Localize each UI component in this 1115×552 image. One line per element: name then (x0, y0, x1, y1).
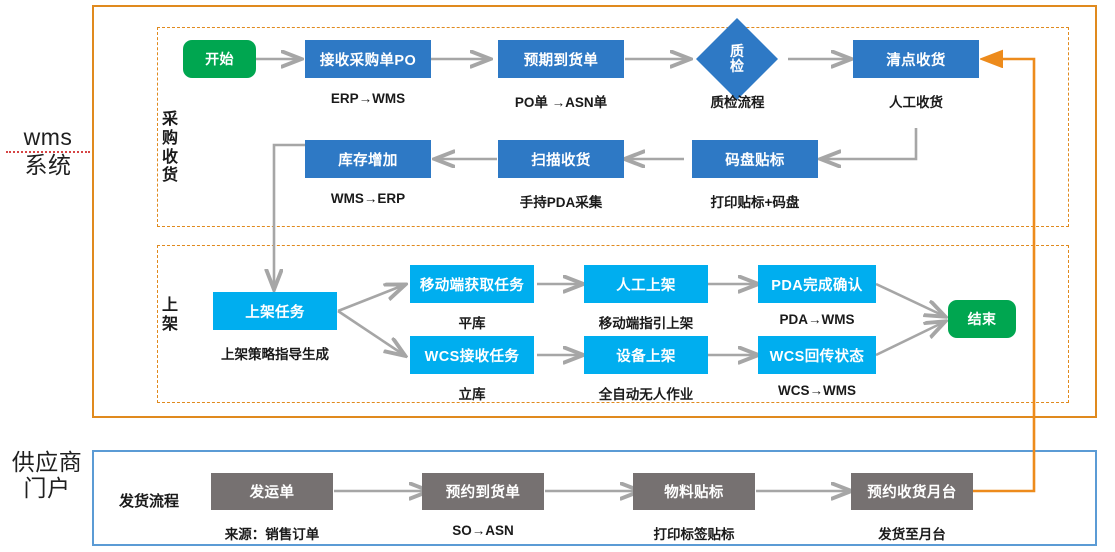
node-wcs-status-label: WCS回传状态 (769, 348, 865, 365)
caption-manual-putaway: 移动端指引上架 (598, 316, 694, 331)
wms-system-label-line1: wms (6, 124, 90, 153)
node-shipment-order-label: 发运单 (249, 485, 295, 501)
node-device-putaway-label: 设备上架 (616, 348, 676, 365)
caption-device-putaway: 全自动无人作业 (598, 387, 694, 402)
node-putaway-task-label: 上架任务 (245, 304, 305, 321)
phase-box-purchase (157, 27, 1069, 227)
caption-receive-po: ERP→WMS (330, 91, 406, 106)
node-shipment-order[interactable]: 发运单 (211, 473, 333, 510)
caption-mobile-get-task: 平库 (458, 316, 486, 331)
node-dock-booking-label: 预约收货月台 (867, 485, 957, 501)
caption-shipment-order: 来源：销售订单 (224, 527, 320, 542)
node-putaway-task[interactable]: 上架任务 (213, 292, 337, 330)
node-manual-putaway[interactable]: 人工上架 (584, 265, 708, 303)
caption-putaway-task: 上架策略指导生成 (221, 347, 329, 362)
node-wcs-receive-task-label: WCS接收任务 (424, 348, 520, 365)
node-end-label: 结束 (967, 311, 997, 327)
caption-qc: 质检流程 (710, 95, 765, 110)
caption-material-label: 打印标签贴标 (653, 527, 735, 542)
node-expected-arrival-label: 预期到货单 (523, 52, 599, 69)
caption-stock-increase: WMS→ERP (330, 191, 406, 206)
node-scan-receive-label: 扫描收货 (531, 152, 591, 169)
supplier-portal-container (92, 450, 1097, 546)
node-scan-receive[interactable]: 扫描收货 (498, 140, 624, 178)
node-receive-po[interactable]: 接收采购单PO (305, 40, 431, 78)
supplier-portal-label: 供应商 门户 (2, 449, 92, 502)
wms-system-label-line2: 系统 (24, 151, 72, 178)
node-manual-putaway-label: 人工上架 (616, 277, 676, 294)
caption-dock-booking: 发货至月台 (878, 527, 946, 542)
node-mobile-get-task-label: 移动端获取任务 (419, 277, 525, 294)
phase-label-shipping: 发货流程 (118, 493, 179, 510)
caption-scan-receive: 手持PDA采集 (519, 195, 603, 210)
node-pallet-label-text: 码盘贴标 (725, 152, 785, 169)
phase-box-putaway (157, 245, 1069, 403)
supplier-portal-label-line1: 供应商 (11, 449, 83, 475)
node-expected-arrival[interactable]: 预期到货单 (498, 40, 624, 78)
caption-pda-confirm: PDA→WMS (779, 312, 855, 327)
node-count-receive-label: 清点收货 (886, 52, 946, 69)
caption-booking-arrival: SO→ASN (452, 523, 514, 538)
node-wcs-receive-task[interactable]: WCS接收任务 (410, 336, 534, 374)
node-material-label-text: 物料贴标 (664, 485, 724, 501)
node-material-label[interactable]: 物料贴标 (633, 473, 755, 510)
caption-expected-arrival: PO单 →ASN单 (514, 95, 608, 110)
node-wcs-status[interactable]: WCS回传状态 (758, 336, 876, 374)
caption-wcs-status: WCS→WMS (778, 383, 856, 398)
caption-wcs-receive-task: 立库 (458, 387, 486, 402)
supplier-portal-label-line2: 门户 (23, 474, 71, 501)
node-receive-po-label: 接收采购单PO (319, 52, 417, 69)
node-booking-arrival-label: 预约到货单 (445, 485, 521, 501)
node-end[interactable]: 结束 (948, 300, 1016, 338)
node-pda-confirm-label: PDA完成确认 (771, 277, 863, 294)
node-pallet-label[interactable]: 码盘贴标 (692, 140, 818, 178)
node-start-label: 开始 (205, 51, 234, 67)
phase-label-purchase: 采购收货 (161, 111, 178, 185)
node-device-putaway[interactable]: 设备上架 (584, 336, 708, 374)
node-count-receive[interactable]: 清点收货 (853, 40, 979, 78)
node-mobile-get-task[interactable]: 移动端获取任务 (410, 265, 534, 303)
caption-count-receive: 人工收货 (889, 95, 943, 110)
node-stock-increase-label: 库存增加 (338, 152, 398, 169)
node-pda-confirm[interactable]: PDA完成确认 (758, 265, 876, 303)
node-booking-arrival[interactable]: 预约到货单 (422, 473, 544, 510)
phase-label-putaway: 上架 (161, 297, 178, 333)
wms-system-container (92, 5, 1097, 418)
node-stock-increase[interactable]: 库存增加 (305, 140, 431, 178)
node-start[interactable]: 开始 (183, 40, 256, 78)
node-dock-booking[interactable]: 预约收货月台 (851, 473, 973, 510)
node-qc-label: 质检 (730, 43, 744, 74)
caption-pallet-label: 打印贴标+码盘 (710, 195, 800, 210)
wms-system-label: wms 系统 (6, 124, 90, 179)
node-qc-diamond[interactable]: 质检 (695, 17, 779, 101)
